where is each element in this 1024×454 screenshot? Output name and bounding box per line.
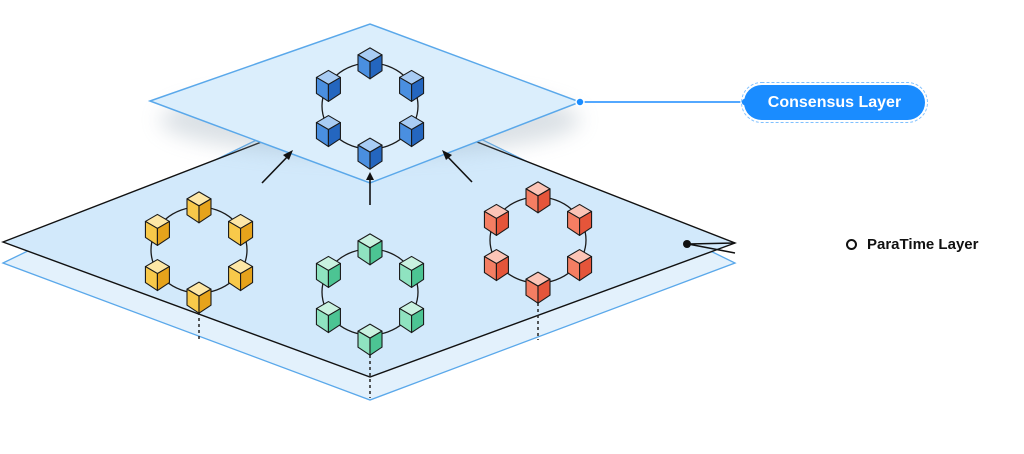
arrow-yellow-to-consensus [261, 150, 293, 184]
arrow-red-to-consensus [442, 150, 473, 183]
node-cube [144, 213, 170, 246]
node-cube [315, 301, 341, 334]
paratime-legend-dot [846, 238, 857, 250]
paratime-pointer-line [687, 243, 736, 254]
node-cube [483, 249, 509, 282]
consensus-ring [315, 47, 425, 170]
paratime-anchor-dot [683, 240, 691, 248]
consensus-layer-label: Consensus Layer [741, 82, 928, 123]
node-cube [525, 271, 551, 304]
arrow-green-to-consensus [366, 172, 374, 205]
node-cube [315, 115, 341, 148]
node-cube [357, 233, 383, 266]
node-cube [228, 259, 254, 292]
node-cube [525, 181, 551, 214]
node-cube [315, 255, 341, 288]
paratime-pointer [687, 242, 736, 245]
consensus-anchor-dot [575, 97, 585, 107]
node-cube [228, 213, 254, 246]
node-cube [186, 191, 212, 224]
paratime-ring-green [315, 233, 425, 356]
node-cube [186, 281, 212, 314]
node-cube [315, 69, 341, 102]
node-cube [399, 115, 425, 148]
node-cube [144, 259, 170, 292]
node-cube [399, 255, 425, 288]
node-cube [567, 249, 593, 282]
node-cube [399, 301, 425, 334]
node-cube [357, 137, 383, 170]
node-cube [567, 203, 593, 236]
node-cube [483, 203, 509, 236]
cube-rings [144, 47, 593, 356]
node-cube [357, 47, 383, 80]
paratime-ring-yellow [144, 191, 254, 314]
paratime-ring-red [483, 181, 593, 304]
node-cube [399, 69, 425, 102]
paratime-layer-label: ParaTime Layer [867, 235, 979, 253]
paratime-layer-legend: ParaTime Layer [846, 234, 978, 254]
node-cube [357, 323, 383, 356]
